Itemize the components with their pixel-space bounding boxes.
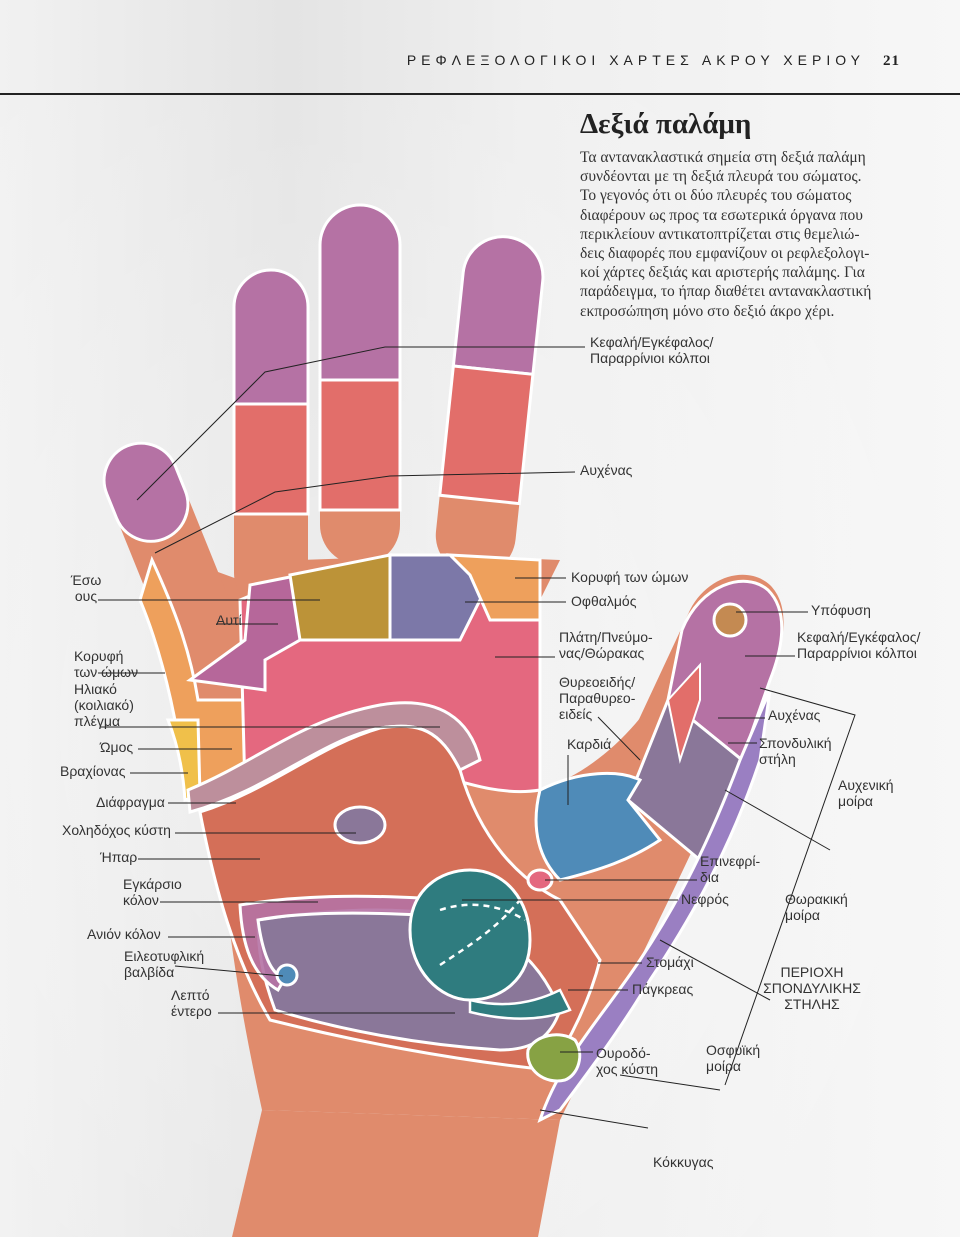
- running-title: ΡΕΦΛΕΞΟΛΟΓΙΚΟΙ ΧΑΡΤΕΣ ΑΚΡΟΥ ΧΕΡΙΟΥ: [406, 52, 865, 68]
- label-solar-plexus: Ηλιακό(κοιλιακό)πλέγμα: [74, 681, 134, 729]
- label-shoulder-top-right: Κορυφή των ώμων: [571, 569, 689, 585]
- kidney-dash-upper: [439, 903, 526, 922]
- intro-line: Το γεγονός ότι οι δύο πλευρές του σώματο…: [580, 187, 852, 205]
- intro-line: συνδέονται με τη δεξιά πλευρά του σώματο…: [580, 168, 862, 186]
- stomach-zone: [408, 868, 532, 1002]
- pancreas-zone: [468, 988, 572, 1020]
- label-pancreas: Πάγκρεας: [632, 981, 694, 997]
- leader-neck: [154, 471, 576, 554]
- leader-lines: [98, 346, 856, 1129]
- label-diaphragm: Διάφραγμα: [96, 794, 165, 810]
- index-finger: [435, 235, 545, 576]
- label-liver: Ήπαρ: [100, 849, 138, 865]
- label-thyroid: Θυρεοειδής/Παραθυρεο-ειδείς: [559, 674, 636, 722]
- intro-line: περικλείουν αντικατοπτρίζεται στις θεμελ…: [580, 225, 860, 243]
- heart-zone: [534, 772, 663, 882]
- kidney-dash-lower: [439, 899, 521, 967]
- intro-paragraph: Τα αντανακλαστικά σημεία στη δεξιά παλάμ…: [580, 148, 900, 321]
- intro-line: παράδειγμα, το ήπαρ διαθέτει αντανακλαστ…: [580, 283, 872, 301]
- label-coccyx: Κόκκυγας: [653, 1154, 714, 1170]
- label-head-sinus: Κεφαλή/Εγκέφαλος/Παραρρίνιοι κόλποι: [590, 334, 714, 366]
- tick-coccyx: [539, 1109, 649, 1129]
- intro-line: δεις διαφορές που εμφανίζουν οι ρεφλεξολ…: [580, 245, 870, 263]
- pituitary-zone: [712, 602, 748, 638]
- label-ear: Αυτί: [216, 612, 242, 628]
- header-rule: [0, 93, 960, 95]
- running-header: ΡΕΦΛΕΞΟΛΟΓΙΚΟΙ ΧΑΡΤΕΣ ΑΚΡΟΥ ΧΕΡΙΟΥ 21: [0, 52, 900, 70]
- label-thumb-head-sinus: Κεφαλή/Εγκέφαλος/Παραρρίνιοι κόλποι: [797, 629, 921, 661]
- leader-thyroid: [597, 716, 641, 761]
- label-bladder: Ουροδό-χος κύστη: [596, 1045, 659, 1077]
- tick-lumbar: [619, 1074, 721, 1091]
- label-gallbladder: Χοληδόχος κύστη: [62, 822, 171, 838]
- label-kidney: Νεφρός: [681, 891, 729, 907]
- inner-ear-zone: [288, 553, 392, 642]
- label-neck: Αυχένας: [580, 462, 633, 478]
- label-thumb-neck: Αυχένας: [768, 707, 821, 723]
- diaphragm-band: [186, 701, 482, 814]
- label-eye: Οφθαλμός: [571, 593, 637, 609]
- leader-head-sinus: [136, 346, 585, 501]
- gallbladder-zone: [333, 805, 387, 845]
- label-ascending-colon: Ανιόν κόλον: [87, 926, 161, 942]
- thumb: [620, 574, 784, 863]
- leader-ileocecal: [174, 965, 284, 977]
- label-pituitary: Υπόφυση: [811, 602, 871, 618]
- tick-cervical-thoracic: [724, 789, 831, 851]
- intro-line: Τα αντανακλαστικά σημεία στη δεξιά παλάμ…: [580, 149, 866, 166]
- intro-line: κοί χάρτες δεξιάς και αριστερής παλάμης.…: [580, 264, 865, 282]
- page-number: 21: [883, 53, 900, 69]
- label-shoulder: Ώμος: [100, 739, 134, 755]
- tick-thoracic-lumbar: [659, 939, 771, 1001]
- intro-line: διαφέρουν ως προς τα εσωτερικά όργανα πο…: [580, 206, 863, 224]
- eye-zone: [388, 553, 492, 642]
- label-arm: Βραχίονας: [60, 763, 126, 779]
- shoulder-top-zone: [446, 553, 542, 622]
- bladder-zone: [526, 1033, 582, 1083]
- wrist-arm: [232, 1110, 560, 1237]
- label-stomach: Στομάχι: [646, 954, 694, 970]
- ileocecal-zone: [275, 963, 299, 987]
- ring-finger: [232, 268, 310, 610]
- label-heart: Καρδιά: [567, 736, 612, 752]
- label-back-lung: Πλάτη/Πνεύμο-νας/Θώρακας: [559, 629, 653, 661]
- bracket-spine-region: [724, 687, 856, 1086]
- intro-line: εκπροσώπηση μόνο στο δεξιό άκρο χέρι.: [580, 302, 835, 320]
- label-adrenal: Επινεφρί-δια: [700, 853, 761, 885]
- middle-finger: [318, 203, 402, 565]
- page-title: Δεξιά παλάμη: [580, 108, 752, 140]
- colon-band: [238, 894, 422, 993]
